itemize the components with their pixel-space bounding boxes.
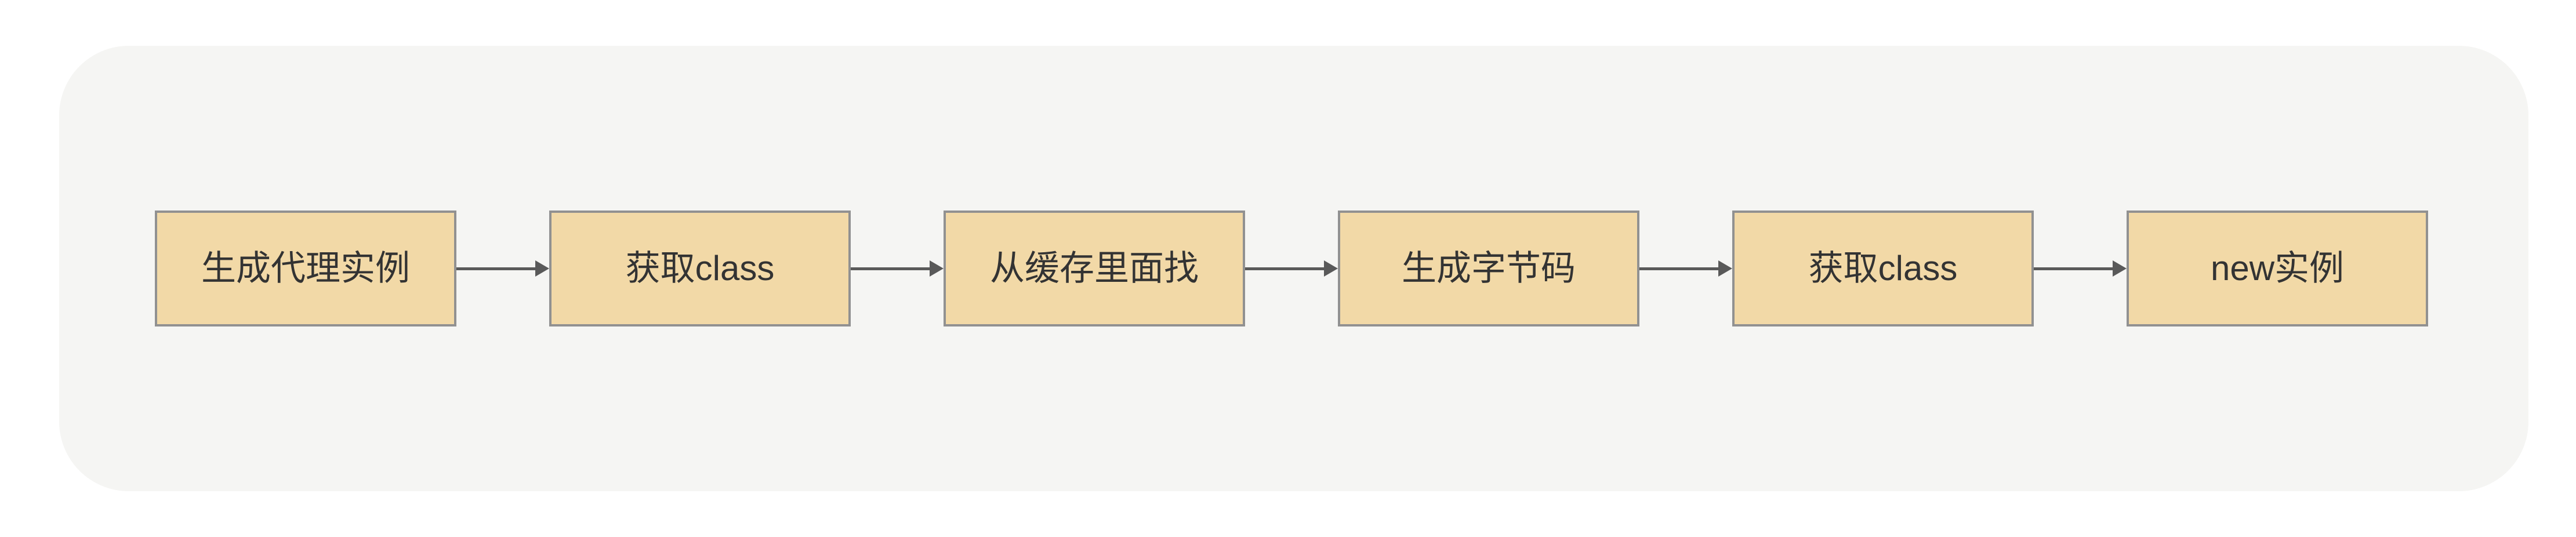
flow-arrow-1: [456, 211, 549, 326]
arrowhead-right-icon: [2113, 260, 2127, 277]
flow-arrow-3: [1245, 211, 1338, 326]
flow-node-generate-proxy-instance: 生成代理实例: [155, 211, 456, 326]
arrow-line: [1245, 267, 1325, 270]
arrowhead-right-icon: [1324, 260, 1338, 277]
arrow-line: [1639, 267, 1719, 270]
flow-node-label: 从缓存里面找: [990, 249, 1199, 288]
arrow-line: [456, 267, 536, 270]
flow-node-search-cache: 从缓存里面找: [944, 211, 1245, 326]
flow-node-label: 生成代理实例: [201, 249, 410, 288]
flow-node-get-class-2: 获取class: [1732, 211, 2034, 326]
flow-node-label: 获取class: [625, 249, 775, 288]
flow-arrow-5: [2034, 211, 2127, 326]
flow-arrow-4: [1639, 211, 1732, 326]
flow-node-label: new实例: [2210, 249, 2345, 288]
arrow-line: [2034, 267, 2113, 270]
flow-node-label: 获取class: [1808, 249, 1958, 288]
flow-arrow-2: [851, 211, 944, 326]
flow-node-generate-bytecode: 生成字节码: [1338, 211, 1639, 326]
flow-node-label: 生成字节码: [1402, 249, 1576, 288]
arrow-line: [851, 267, 930, 270]
flow-node-new-instance: new实例: [2127, 211, 2428, 326]
diagram-panel: 生成代理实例 获取class 从缓存里面找 生成字节码 获取cl: [59, 46, 2528, 491]
arrowhead-right-icon: [930, 260, 944, 277]
arrowhead-right-icon: [535, 260, 549, 277]
flow-node-get-class-1: 获取class: [549, 211, 851, 326]
arrowhead-right-icon: [1718, 260, 1732, 277]
flowchart: 生成代理实例 获取class 从缓存里面找 生成字节码 获取cl: [155, 211, 2428, 326]
